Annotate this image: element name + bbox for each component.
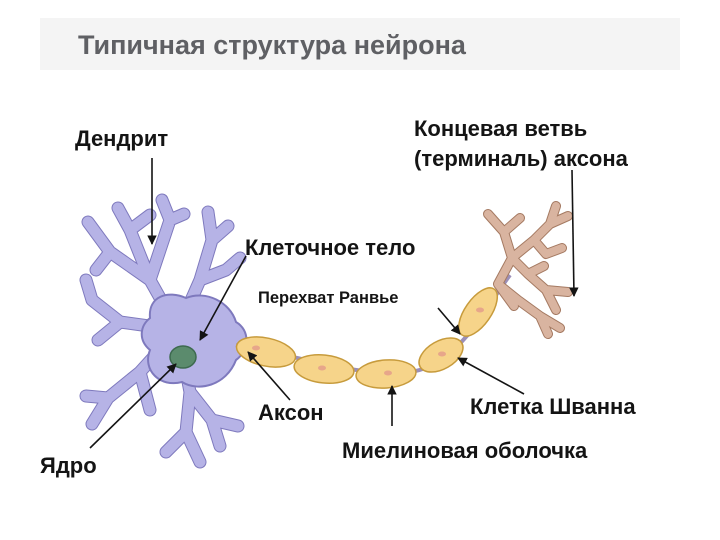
label-axon: Аксон bbox=[258, 402, 324, 424]
label-dendrite: Дендрит bbox=[75, 128, 168, 150]
axon-terminal bbox=[488, 206, 568, 334]
label-schwann-cell: Клетка Шванна bbox=[470, 396, 636, 418]
schwann-cell-pointer bbox=[458, 358, 524, 394]
label-nucleus: Ядро bbox=[40, 455, 97, 477]
label-cell-body: Клеточное тело bbox=[245, 237, 415, 259]
label-myelin-sheath: Миелиновая оболочка bbox=[342, 440, 587, 462]
label-node-of-ranvier: Перехват Ранвье bbox=[258, 290, 398, 307]
label-axon-terminal-line2: (терминаль) аксона bbox=[414, 148, 628, 170]
axon-terminal-pointer bbox=[572, 170, 574, 296]
node-of-ranvier-pointer bbox=[438, 308, 460, 334]
nucleus bbox=[170, 346, 196, 368]
cell-body bbox=[142, 295, 247, 387]
label-axon-terminal-line1: Концевая ветвь bbox=[414, 118, 587, 140]
